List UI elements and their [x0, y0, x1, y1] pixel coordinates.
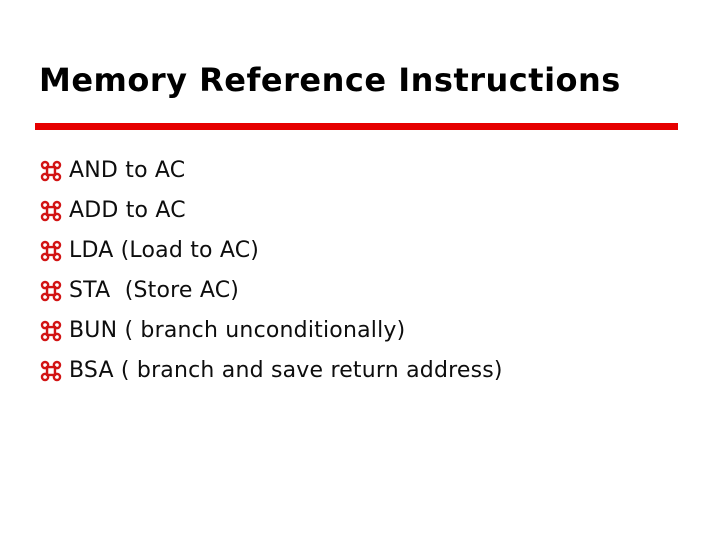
- command-bullet-icon: [40, 160, 62, 181]
- bullet-list: AND to AC ADD to AC: [40, 150, 680, 390]
- list-item-label: LDA (Load to AC): [69, 237, 260, 263]
- list-item: ADD to AC: [40, 190, 680, 230]
- list-item-label: BUN ( branch unconditionally): [69, 317, 406, 343]
- list-item: LDA (Load to AC): [40, 230, 680, 270]
- command-bullet-icon: [40, 280, 62, 301]
- list-item-label: BSA ( branch and save return address): [69, 357, 503, 383]
- list-item: AND to AC: [40, 150, 680, 190]
- command-bullet-icon: [40, 360, 62, 381]
- list-item: BUN ( branch unconditionally): [40, 310, 680, 350]
- list-item: STA (Store AC): [40, 270, 680, 310]
- page-title: Memory Reference Instructions: [39, 61, 621, 99]
- list-item-label: STA (Store AC): [69, 277, 240, 303]
- list-item-label: ADD to AC: [69, 197, 186, 223]
- command-bullet-icon: [40, 240, 62, 261]
- command-bullet-icon: [40, 320, 62, 341]
- title-underline-rule: [35, 123, 678, 130]
- list-item: BSA ( branch and save return address): [40, 350, 680, 390]
- list-item-label: AND to AC: [69, 157, 186, 183]
- command-bullet-icon: [40, 200, 62, 221]
